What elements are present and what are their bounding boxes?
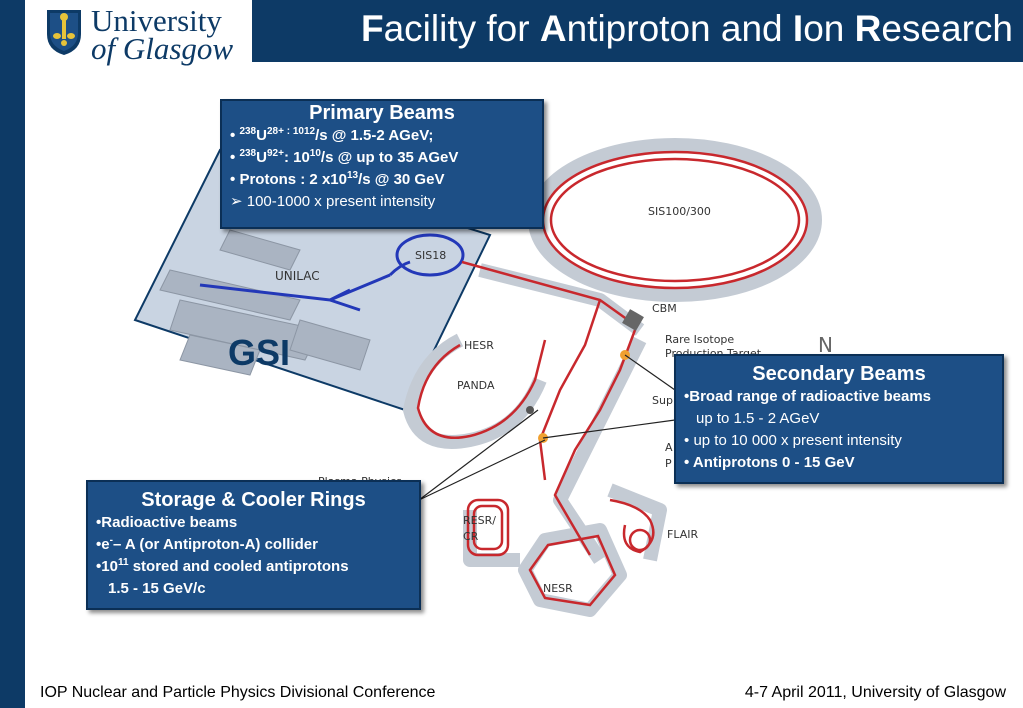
title-part: ntiproton and xyxy=(566,8,793,49)
title-part: F xyxy=(361,8,384,49)
label-cbm: CBM xyxy=(652,302,677,315)
storage-rings-line2: •e-– A (or Antiproton-A) collider xyxy=(88,534,419,556)
bullet: • xyxy=(684,432,690,449)
unilac-beamline xyxy=(199,273,391,312)
label-cr: CR xyxy=(463,530,479,543)
secondary-beams-line1: •Broad range of radioactive beams xyxy=(676,386,1002,408)
sup-text: 238 xyxy=(239,148,257,159)
title-part: A xyxy=(539,8,567,49)
gsi-label: GSI xyxy=(228,332,291,373)
label-sup: Sup xyxy=(652,394,673,407)
secondary-beams-box: Secondary Beams •Broad range of radioact… xyxy=(674,354,1004,484)
base-text: U xyxy=(256,127,267,144)
callout-lines xyxy=(418,354,676,501)
university-name-line2: of Glasgow xyxy=(91,31,234,66)
line-text: up to 10 000 x present intensity xyxy=(693,432,902,449)
line-text: Broad range of radioactive beams xyxy=(689,388,932,405)
crest-icon xyxy=(47,10,81,55)
sis18-ring xyxy=(395,233,465,277)
rest-text: /s @ 30 GeV xyxy=(358,171,445,188)
title-part: esearch xyxy=(881,8,1013,49)
label-p: P xyxy=(665,457,672,470)
university-logo: University of Glasgow xyxy=(45,3,255,66)
title-part: R xyxy=(854,8,882,49)
label-unilac: UNILAC xyxy=(275,269,320,283)
pre-text: 10 xyxy=(101,558,118,575)
sup-text: 11 xyxy=(117,557,129,568)
label-flair: FLAIR xyxy=(667,528,698,541)
sup-text: 238 xyxy=(239,126,257,137)
bullet: • xyxy=(230,127,236,144)
label-sis18: SIS18 xyxy=(415,249,446,262)
base-text: U xyxy=(256,149,267,166)
rest-text: /s @ 1.5-2 AGeV; xyxy=(315,127,434,144)
sup-text: - xyxy=(109,535,113,546)
left-accent-bar xyxy=(0,0,25,708)
storage-rings-line4: 1.5 - 15 GeV/c xyxy=(88,578,419,600)
rest-text: – A (or Antiproton-A) collider xyxy=(112,536,318,553)
storage-rings-title: Storage & Cooler Rings xyxy=(141,489,366,511)
pre-text: Protons : 2 x10 xyxy=(239,171,347,188)
line-text: 100-1000 x present intensity xyxy=(246,193,436,210)
bullet: • xyxy=(96,536,102,553)
label-sis100: SIS100/300 xyxy=(648,205,711,218)
primary-beams-box: Primary Beams • 238U28+ : 1012/s @ 1.5-2… xyxy=(220,99,544,229)
footer-conference: IOP Nuclear and Particle Physics Divisio… xyxy=(40,684,436,701)
primary-beams-title: Primary Beams xyxy=(309,102,455,124)
sup-text: 28+ : 1012 xyxy=(266,126,316,137)
label-rare-isotope-1: Rare Isotope xyxy=(665,333,734,346)
title-part: acility for xyxy=(383,8,540,49)
rest-text: stored and cooled antiprotons xyxy=(128,558,349,575)
footer-date-venue: 4-7 April 2011, University of Glasgow xyxy=(744,684,1006,701)
secondary-beams-line4: • Antiprotons 0 - 15 GeV xyxy=(676,452,1002,474)
line-text: Antiprotons 0 - 15 GeV xyxy=(692,454,855,471)
label-hesr: HESR xyxy=(464,339,494,352)
bullet: • xyxy=(684,388,690,405)
mid-text: : 10 xyxy=(283,149,310,166)
label-north: N xyxy=(818,333,833,357)
title-part: I xyxy=(792,8,804,49)
pre-text: e xyxy=(101,536,110,553)
line-text: up to 1.5 - 2 AGeV xyxy=(696,410,820,427)
secondary-beams-line3: • up to 10 000 x present intensity xyxy=(676,430,1002,452)
bullet: • xyxy=(684,454,690,471)
title-part: on xyxy=(803,8,855,49)
rest-text: /s @ up to 35 AGeV xyxy=(320,149,459,166)
sup-text: 10 xyxy=(309,148,321,159)
label-a: A xyxy=(665,441,673,454)
label-resr: RESR/ xyxy=(463,514,496,527)
arrow-bullet-icon: ➢ xyxy=(230,193,243,210)
target-marker xyxy=(526,406,534,414)
label-panda: PANDA xyxy=(457,379,495,392)
secondary-beams-line2: up to 1.5 - 2 AGeV xyxy=(676,408,1002,430)
bullet: • xyxy=(96,514,102,531)
gsi-buildings xyxy=(159,229,371,376)
storage-rings-line3: •1011 stored and cooled antiprotons xyxy=(88,556,419,578)
primary-beams-line2: • 238U92+: 1010/s @ up to 35 AGeV xyxy=(222,147,542,169)
storage-rings-box: Storage & Cooler Rings •Radioactive beam… xyxy=(86,480,421,610)
bullet: • xyxy=(230,171,236,188)
primary-beams-line4: ➢ 100-1000 x present intensity xyxy=(222,191,542,213)
title-bar: Facility for Antiproton and Ion Research xyxy=(252,0,1023,62)
label-nesr: NESR xyxy=(543,582,573,595)
secondary-beams-title: Secondary Beams xyxy=(752,363,926,385)
slide-title: Facility for Antiproton and Ion Research xyxy=(361,8,1013,50)
sup-text: 92+ xyxy=(266,148,284,159)
sup-text: 13 xyxy=(346,170,359,181)
line-text: Radioactive beams xyxy=(101,514,238,531)
primary-beams-line1: • 238U28+ : 1012/s @ 1.5-2 AGeV; xyxy=(222,125,542,147)
bullet: • xyxy=(96,558,102,575)
primary-beams-line3: • Protons : 2 x1013/s @ 30 GeV xyxy=(222,169,542,191)
university-name-line1: University xyxy=(91,3,222,38)
cbm-station xyxy=(622,309,644,331)
storage-rings-line1: •Radioactive beams xyxy=(88,512,419,534)
bullet: • xyxy=(230,149,236,166)
line-text: 1.5 - 15 GeV/c xyxy=(108,580,206,597)
